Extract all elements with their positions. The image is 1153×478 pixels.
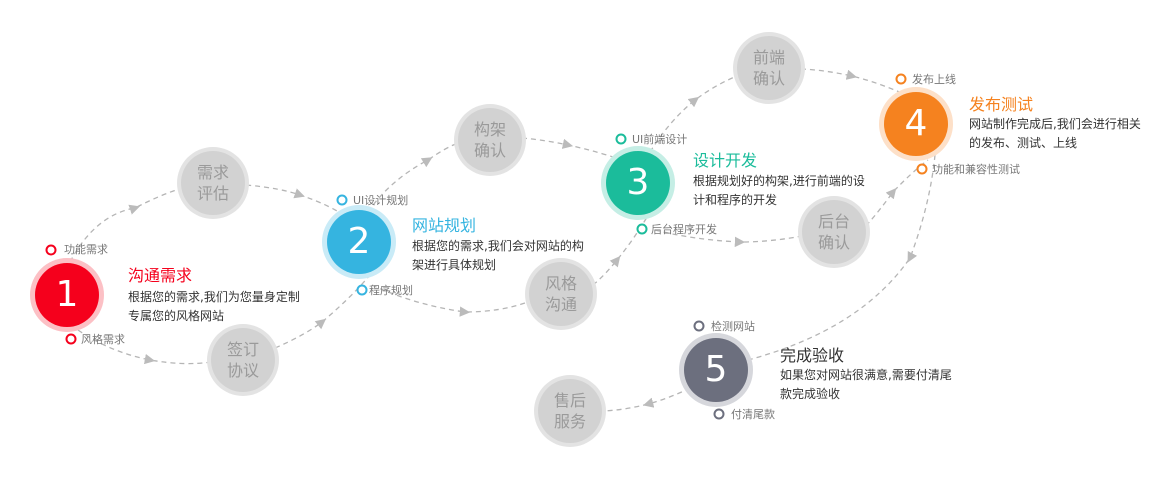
ring-dot-icon bbox=[636, 223, 648, 235]
connector bbox=[521, 137, 629, 163]
sub-label: 后台程序开发 bbox=[651, 223, 717, 236]
node-text: 后台 bbox=[817, 212, 850, 231]
step-1-title: 沟通需求 bbox=[128, 266, 193, 285]
step-2-title: 网站规划 bbox=[412, 216, 477, 235]
step-1-circle: 1 bbox=[35, 263, 99, 327]
step-2-desc: 根据您的需求,我们会对网站的构架进行具体规划 bbox=[412, 239, 584, 272]
node-requirement-evaluation: 需求评估 bbox=[181, 151, 245, 215]
ring-dot-icon bbox=[693, 320, 705, 332]
ring-dot-icon bbox=[336, 194, 348, 206]
step-4-circle: 4 bbox=[884, 92, 948, 156]
connector bbox=[602, 387, 691, 412]
step-3-desc: 根据规划好的构架,进行前端的设计和程序的开发 bbox=[693, 174, 865, 207]
connector bbox=[747, 154, 936, 361]
connector bbox=[245, 184, 349, 219]
node-text: 确认 bbox=[752, 69, 785, 88]
sub-label: UI设计规划 bbox=[353, 194, 409, 207]
sub-label: UI前端设计 bbox=[632, 133, 688, 146]
node-style-communication: 风格沟通 bbox=[529, 262, 593, 326]
ring-dot-icon bbox=[713, 408, 725, 420]
node-text: 协议 bbox=[226, 361, 259, 380]
node-text: 沟通 bbox=[544, 295, 577, 314]
node-text: 风格 bbox=[544, 274, 577, 293]
node-sign-agreement: 签订协议 bbox=[211, 328, 275, 392]
node-text: 前端 bbox=[752, 48, 785, 67]
step-5-title: 完成验收 bbox=[780, 346, 845, 365]
sub-label: 检测网站 bbox=[711, 320, 755, 333]
step-2-circle: 2 bbox=[327, 210, 391, 274]
sub-label: 功能需求 bbox=[64, 243, 108, 256]
node-text: 签订 bbox=[226, 340, 259, 359]
ring-dot-icon bbox=[65, 333, 77, 345]
sub-label: 程序规划 bbox=[369, 284, 413, 297]
ring-dot-icon bbox=[916, 163, 928, 175]
step-3-title: 设计开发 bbox=[693, 151, 758, 170]
connector bbox=[865, 159, 929, 227]
sub-label: 发布上线 bbox=[912, 73, 956, 86]
node-text: 确认 bbox=[473, 141, 506, 160]
connector bbox=[77, 329, 212, 365]
sub-label: 付清尾款 bbox=[731, 408, 775, 421]
ring-dot-icon bbox=[45, 244, 57, 256]
connector bbox=[274, 261, 381, 349]
node-text: 构架 bbox=[473, 120, 506, 139]
node-frontend-confirm: 前端确认 bbox=[737, 36, 801, 100]
connector bbox=[649, 75, 738, 153]
connector bbox=[367, 142, 459, 213]
node-backend-confirm: 后台确认 bbox=[802, 200, 866, 264]
step-4-title: 发布测试 bbox=[969, 95, 1034, 114]
node-architecture-confirm: 构架确认 bbox=[458, 108, 522, 172]
connector bbox=[654, 229, 803, 248]
ring-dot-icon bbox=[356, 284, 368, 296]
node-text: 服务 bbox=[553, 412, 586, 431]
node-text: 确认 bbox=[817, 233, 850, 252]
ring-dot-icon bbox=[615, 133, 627, 145]
node-text: 售后 bbox=[553, 391, 586, 410]
node-after-sales: 售后服务 bbox=[538, 379, 602, 443]
step-5-desc: 如果您对网站很满意,需要付清尾款完成验收 bbox=[780, 368, 952, 401]
step-4-desc: 网站制作完成后,我们会进行相关的发布、测试、上线 bbox=[969, 117, 1141, 150]
ring-dot-icon bbox=[895, 73, 907, 85]
node-text: 评估 bbox=[196, 184, 229, 203]
node-text: 需求 bbox=[196, 163, 229, 182]
step-1-desc: 根据您的需求,我们为您量身定制专属您的风格网站 bbox=[128, 290, 300, 323]
sub-label: 功能和兼容性测试 bbox=[932, 163, 1020, 176]
step-3-circle: 3 bbox=[606, 151, 670, 215]
connector bbox=[800, 68, 907, 96]
step-5-circle: 5 bbox=[684, 338, 748, 402]
sub-label: 风格需求 bbox=[81, 333, 125, 346]
